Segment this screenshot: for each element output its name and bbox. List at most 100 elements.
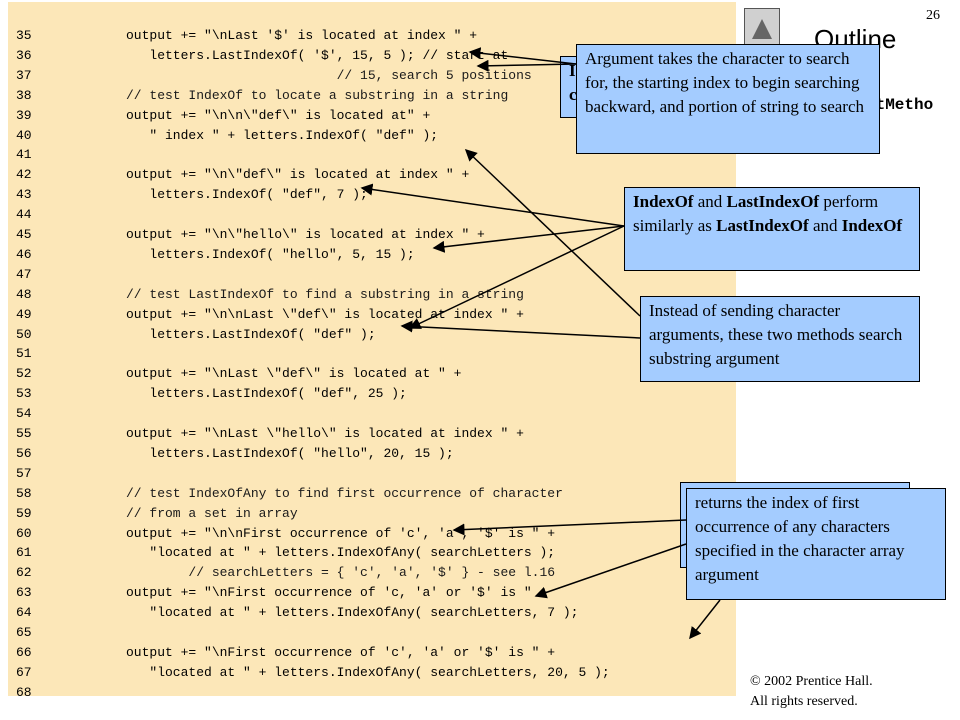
code-line: 39 output += "\n\n\"def\" is located at" … [8, 106, 736, 126]
line-number: 61 [16, 545, 32, 561]
code-text: letters.IndexOf( "hello", 5, 15 ); [126, 246, 415, 262]
code-text: // 15, search 5 positions [126, 67, 532, 83]
code-line: 68 [8, 683, 736, 703]
line-number: 64 [16, 605, 32, 621]
line-number: 56 [16, 445, 32, 461]
line-number: 45 [16, 227, 32, 242]
code-line: 54 [8, 404, 736, 424]
line-number: 48 [16, 286, 32, 302]
line-number: 51 [16, 346, 32, 362]
line-number: 66 [16, 644, 32, 660]
code-line: 47 [8, 265, 736, 285]
code-text: // searchLetters = { 'c', 'a', '$' } - s… [126, 565, 556, 581]
outline-partial-title: xtMetho [866, 96, 934, 114]
code-line: 40 " index " + letters.IndexOf( "def" ); [8, 126, 736, 146]
callout-indexofany: returns the index of first occurrence of… [686, 488, 946, 600]
code-text: output += "\nFirst occurrence of 'c', 'a… [126, 644, 556, 660]
callout-indexof: IndexOf and LastIndexOf perform similarl… [624, 187, 920, 271]
code-text: letters.LastIndexOf( '$', 15, 5 ); // st… [126, 47, 509, 63]
code-text: // test IndexOf to locate a substring in… [126, 87, 509, 103]
line-number: 37 [16, 67, 32, 83]
line-number: 68 [16, 684, 32, 700]
code-text: output += "\nLast '$' is located at inde… [126, 28, 478, 43]
copyright: © 2002 Prentice Hall. All rights reserve… [750, 672, 873, 712]
code-line: 60 output += "\n\nFirst occurrence of 'c'… [8, 524, 736, 544]
callout-obscured-top-text: I c [569, 61, 577, 104]
line-number: 46 [16, 246, 32, 262]
code-text: " index " + letters.IndexOf( "def" ); [126, 127, 439, 143]
line-number: 41 [16, 147, 32, 163]
callout-indexofany-text: returns the index of first occurrence of… [695, 493, 905, 584]
code-text: output += "\nLast \"hello\" is located a… [126, 426, 524, 441]
code-line: 38 // test IndexOf to locate a substring … [8, 86, 736, 106]
line-number: 65 [16, 625, 32, 640]
line-number: 54 [16, 406, 32, 422]
code-text: output += "\nFirst occurrence of 'c, 'a'… [126, 585, 548, 601]
line-number: 44 [16, 207, 32, 223]
line-number: 53 [16, 386, 32, 402]
callout-indexof-term-1: IndexOf [633, 192, 694, 211]
line-number: 59 [16, 505, 32, 521]
code-line: 67 "located at " + letters.IndexOfAny( s… [8, 663, 736, 683]
line-number: 38 [16, 87, 32, 103]
code-line: 43 letters.IndexOf( "def", 7 ); [8, 185, 736, 205]
code-line: 46 letters.IndexOf( "hello", 5, 15 ); [8, 245, 736, 265]
code-line: 53 letters.LastIndexOf( "def", 25 ); [8, 384, 736, 404]
code-line: 61 "located at " + letters.IndexOfAny( s… [8, 543, 736, 563]
callout-indexof-and-1: and [693, 192, 727, 211]
callout-indexof-term-4: IndexOf [841, 216, 903, 235]
callout-indexof-mid: perform similarly as [633, 192, 879, 235]
line-number: 55 [16, 426, 32, 441]
previous-slide-button[interactable] [744, 8, 780, 50]
callout-substring-text: Instead of sending character arguments, … [649, 301, 903, 368]
line-number: 60 [16, 525, 32, 541]
line-number: 47 [16, 266, 32, 282]
up-arrow-icon [752, 19, 772, 39]
code-line: 58// test IndexOfAny to find first occur… [8, 484, 736, 504]
line-number: 49 [16, 306, 32, 322]
callout-substring: Instead of sending character arguments, … [640, 296, 920, 382]
code-text: output += "\nLast \"def\" is located at … [126, 366, 462, 382]
code-text: "located at " + letters.IndexOfAny( sear… [126, 545, 556, 561]
page-number: 26 [926, 8, 940, 23]
line-number: 42 [16, 167, 32, 183]
code-line: 66 output += "\nFirst occurrence of 'c', … [8, 643, 736, 663]
code-line: 44 [8, 205, 736, 225]
line-number: 62 [16, 565, 32, 581]
line-number: 67 [16, 664, 32, 680]
code-text: letters.LastIndexOf( "hello", 20, 15 ); [126, 445, 454, 461]
code-text: output += "\n\n\"def\" is located at" + [126, 107, 431, 123]
copyright-line-1: © 2002 Prentice Hall. [750, 674, 873, 689]
code-text: output += "\n\"hello\" is located at ind… [126, 227, 485, 242]
line-number: 36 [16, 47, 32, 63]
code-line: 62 // searchLetters = { 'c', 'a', '$' } … [8, 563, 736, 583]
code-text: "located at " + letters.IndexOfAny( sear… [126, 605, 579, 621]
code-line: 48// test LastIndexOf to find a substrin… [8, 285, 736, 305]
callout-indexof-and-2: and [808, 216, 842, 235]
code-line: 57 [8, 464, 736, 484]
line-number: 39 [16, 107, 32, 123]
code-line: 59// from a set in array [8, 504, 736, 524]
line-number: 43 [16, 187, 32, 203]
code-line: 64 "located at " + letters.IndexOfAny( s… [8, 603, 736, 623]
code-line: 50 letters.LastIndexOf( "def" ); [8, 325, 736, 345]
code-line: 51 [8, 344, 736, 364]
callout-indexof-term-2: LastIndexOf [726, 192, 820, 211]
line-number: 35 [16, 28, 32, 43]
code-line: 41 [8, 145, 736, 165]
copyright-line-2: All rights reserved. [750, 694, 858, 709]
code-line: 55 output += "\nLast \"hello\" is located… [8, 424, 736, 444]
code-text: letters.LastIndexOf( "def" ); [126, 326, 376, 342]
code-line: 56 letters.LastIndexOf( "hello", 20, 15 … [8, 444, 736, 464]
callout-arguments: Argument takes the character to search f… [576, 44, 880, 154]
line-number: 50 [16, 326, 32, 342]
code-text: output += "\n\nFirst occurrence of 'c', … [126, 525, 556, 541]
line-number: 63 [16, 585, 32, 601]
callout-indexof-term-3: LastIndexOf [716, 216, 809, 235]
callout-arguments-text: Argument takes the character to search f… [585, 49, 864, 116]
code-line: 35 output += "\nLast '$' is located at in… [8, 26, 736, 46]
line-number: 57 [16, 465, 32, 481]
